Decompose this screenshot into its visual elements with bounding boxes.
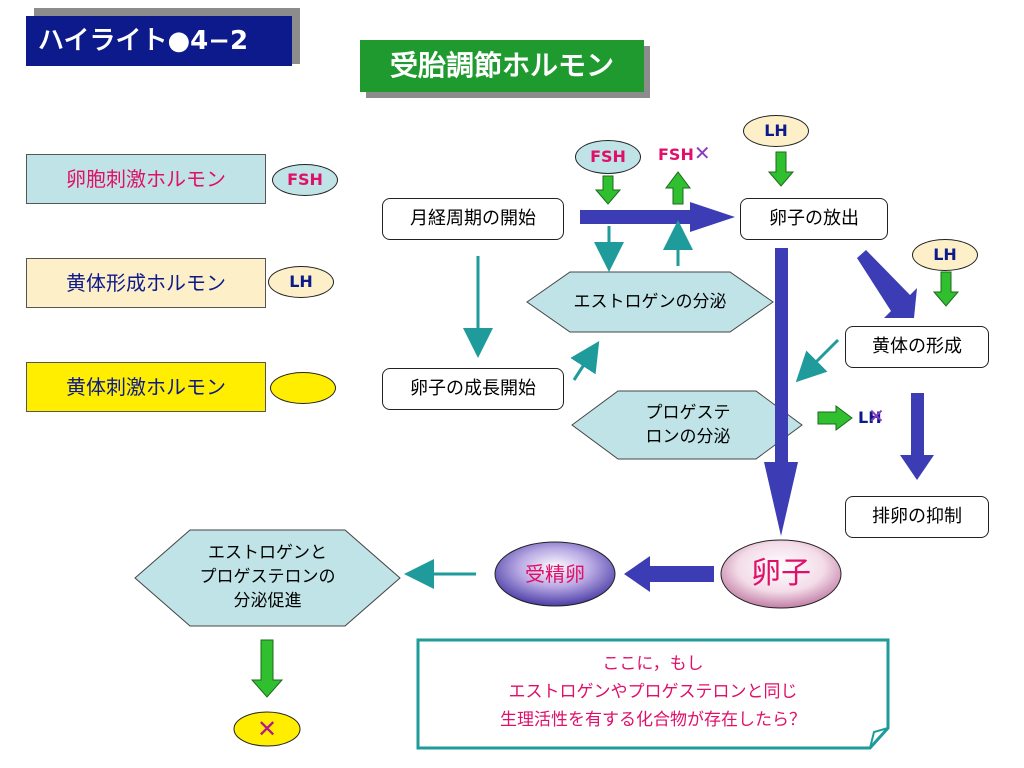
ovum-label: 卵子	[751, 556, 811, 591]
green-arrow-lh-down	[767, 151, 795, 187]
node-ovulation-suppress: 排卵の抑制	[845, 496, 989, 538]
green-arrow-lh-right-down	[932, 271, 960, 307]
blue-arrow-ovum-to-fertilized	[624, 556, 714, 592]
blue-arrow-release-to-ovum	[764, 248, 798, 536]
green-arrow-promote-down	[250, 639, 284, 698]
cross-icon: ✕	[868, 404, 885, 428]
fsh-crossed-text: FSH	[658, 145, 694, 164]
lh-crossed-label: LH ✕	[858, 404, 885, 431]
page-title: 受胎調節ホルモン	[360, 40, 644, 92]
legend-ltr-label: 黄体刺激ホルモン	[26, 362, 266, 412]
green-arrow-to-lh-crossed	[817, 405, 853, 431]
promote-hexagon	[134, 529, 401, 627]
estrogen-label: エストロゲンの分泌	[573, 292, 727, 312]
promote-label: エストロゲンと プロゲステロンの 分泌促進	[190, 541, 345, 613]
green-arrow-fsh-up	[665, 171, 691, 205]
note-line1: ここに，もし	[602, 654, 704, 674]
x-mark-icon: ✕	[256, 715, 278, 743]
note-line2: エストロゲンやプロゲステロンと同じ	[508, 682, 798, 702]
legend-fsh-label: 卵胞刺激ホルモン	[26, 154, 266, 204]
progesterone-hexagon	[571, 390, 803, 460]
blue-arrow-to-corpus	[857, 250, 917, 318]
progesterone-line2: ロンの分泌	[645, 427, 731, 447]
x-ellipse	[233, 711, 301, 747]
node-egg-growth: 卵子の成長開始	[382, 368, 564, 410]
note-text: ここに，もし エストロゲンやプロゲステロンと同じ 生理活性を有する化合物が存在し…	[420, 650, 886, 734]
lh-pill-top: LH	[743, 115, 809, 147]
fsh-pill-top: FSH	[575, 140, 641, 174]
promote-line3: 分泌促進	[233, 591, 302, 611]
node-egg-release: 卵子の放出	[740, 198, 888, 240]
blue-arrow-start-to-release	[580, 202, 735, 232]
note-box	[416, 638, 890, 750]
green-arrow-fsh-down	[594, 175, 622, 205]
fertilized-ellipse	[494, 541, 616, 607]
fertilized-label: 受精卵	[525, 562, 585, 586]
fsh-crossed-label: FSH✕	[658, 140, 711, 166]
teal-arrow-growth-to-estrogen	[570, 340, 600, 381]
lh-pill-right: LH	[912, 239, 978, 271]
note-line3: 生理活性を有する化合物が存在したら？	[500, 710, 806, 730]
ovum-ellipse	[720, 539, 842, 609]
node-corpus-luteum: 黄体の形成	[845, 326, 989, 368]
legend-lh-pill: LH	[268, 266, 334, 298]
estrogen-hexagon	[526, 271, 774, 333]
legend-ltr-pill	[270, 372, 336, 404]
progesterone-label: プロゲステ ロンの分泌	[620, 401, 756, 449]
legend-fsh-pill: FSH	[272, 164, 338, 196]
lh-crossed-text: LH	[858, 408, 882, 427]
legend-lh-label: 黄体形成ホルモン	[26, 258, 266, 308]
promote-line1: エストロゲンと	[208, 543, 327, 563]
teal-arrow-corpus-to-progesterone	[795, 338, 840, 383]
progesterone-line1: プロゲステ	[645, 403, 731, 423]
node-cycle-start: 月経周期の開始	[382, 198, 564, 240]
cross-icon: ✕	[693, 141, 711, 165]
highlight-badge: ハイライト●4−2	[26, 16, 292, 66]
promote-line2: プロゲステロンの	[199, 567, 336, 587]
blue-arrow-to-suppress	[900, 393, 934, 480]
